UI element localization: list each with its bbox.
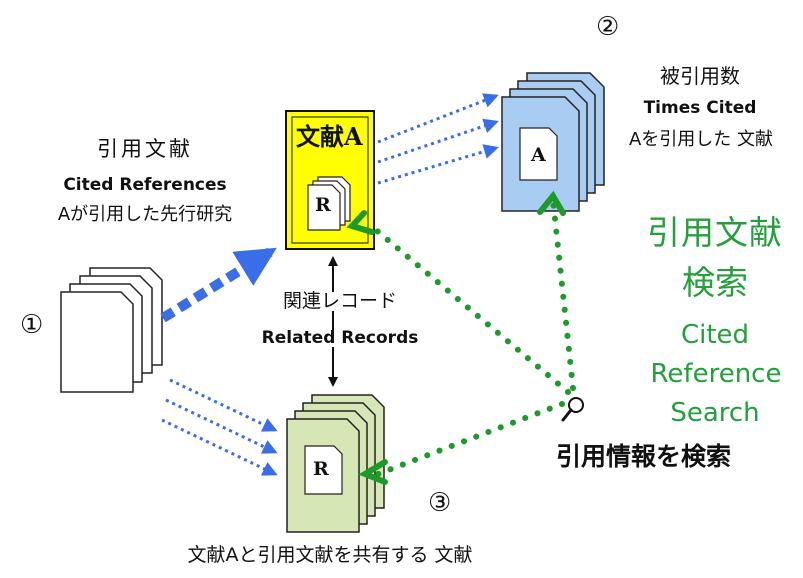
- related-records-arrows: [161, 378, 278, 476]
- times-cited-title-jp: 被引用数: [660, 64, 740, 88]
- times-cited-a-letter: A: [531, 144, 546, 166]
- cited-references-title-en: Cited References: [63, 175, 227, 195]
- search-citation-label: 引用情報を検索: [556, 442, 732, 471]
- crs-title-en-1: Cited: [680, 320, 750, 350]
- document-a-title: 文献A: [296, 122, 363, 151]
- times-cited-desc: Aを引用した 文献: [628, 129, 774, 150]
- cite-arrow-main: [160, 247, 277, 323]
- crs-title-en-3: Search: [670, 398, 760, 428]
- times-cited-stack: [501, 72, 605, 212]
- cited-references-title-jp: 引用文献: [97, 137, 193, 161]
- times-cited-arrows: [377, 93, 499, 185]
- crs-title-jp-2: 検索: [682, 263, 748, 302]
- document-a-inner-r-stack: [307, 176, 351, 231]
- cited-reference-search-lines: [373, 197, 576, 477]
- crs-title-jp-1: 引用文献: [647, 213, 783, 252]
- green-arrowheads: [346, 190, 566, 485]
- search-icon: [561, 397, 584, 422]
- step-1-label: ①: [20, 310, 44, 340]
- document-a-r-letter: R: [315, 194, 331, 216]
- step-2-label: ②: [596, 12, 620, 42]
- related-records-title-jp: 関連レコード: [255, 292, 425, 311]
- cited-references-stack: [60, 267, 163, 393]
- related-records-stack: [286, 394, 385, 533]
- times-cited-title-en: Times Cited: [643, 98, 757, 118]
- related-records-title-en: Related Records: [236, 330, 444, 347]
- cited-references-desc: Aが引用した先行研究: [57, 204, 233, 225]
- crs-title-en-2: Reference: [650, 359, 782, 389]
- related-records-r-letter: R: [313, 458, 329, 480]
- shared-references-caption: 文献Aと引用文献を共有する 文献: [187, 544, 473, 566]
- step-3-label: ③: [428, 488, 452, 518]
